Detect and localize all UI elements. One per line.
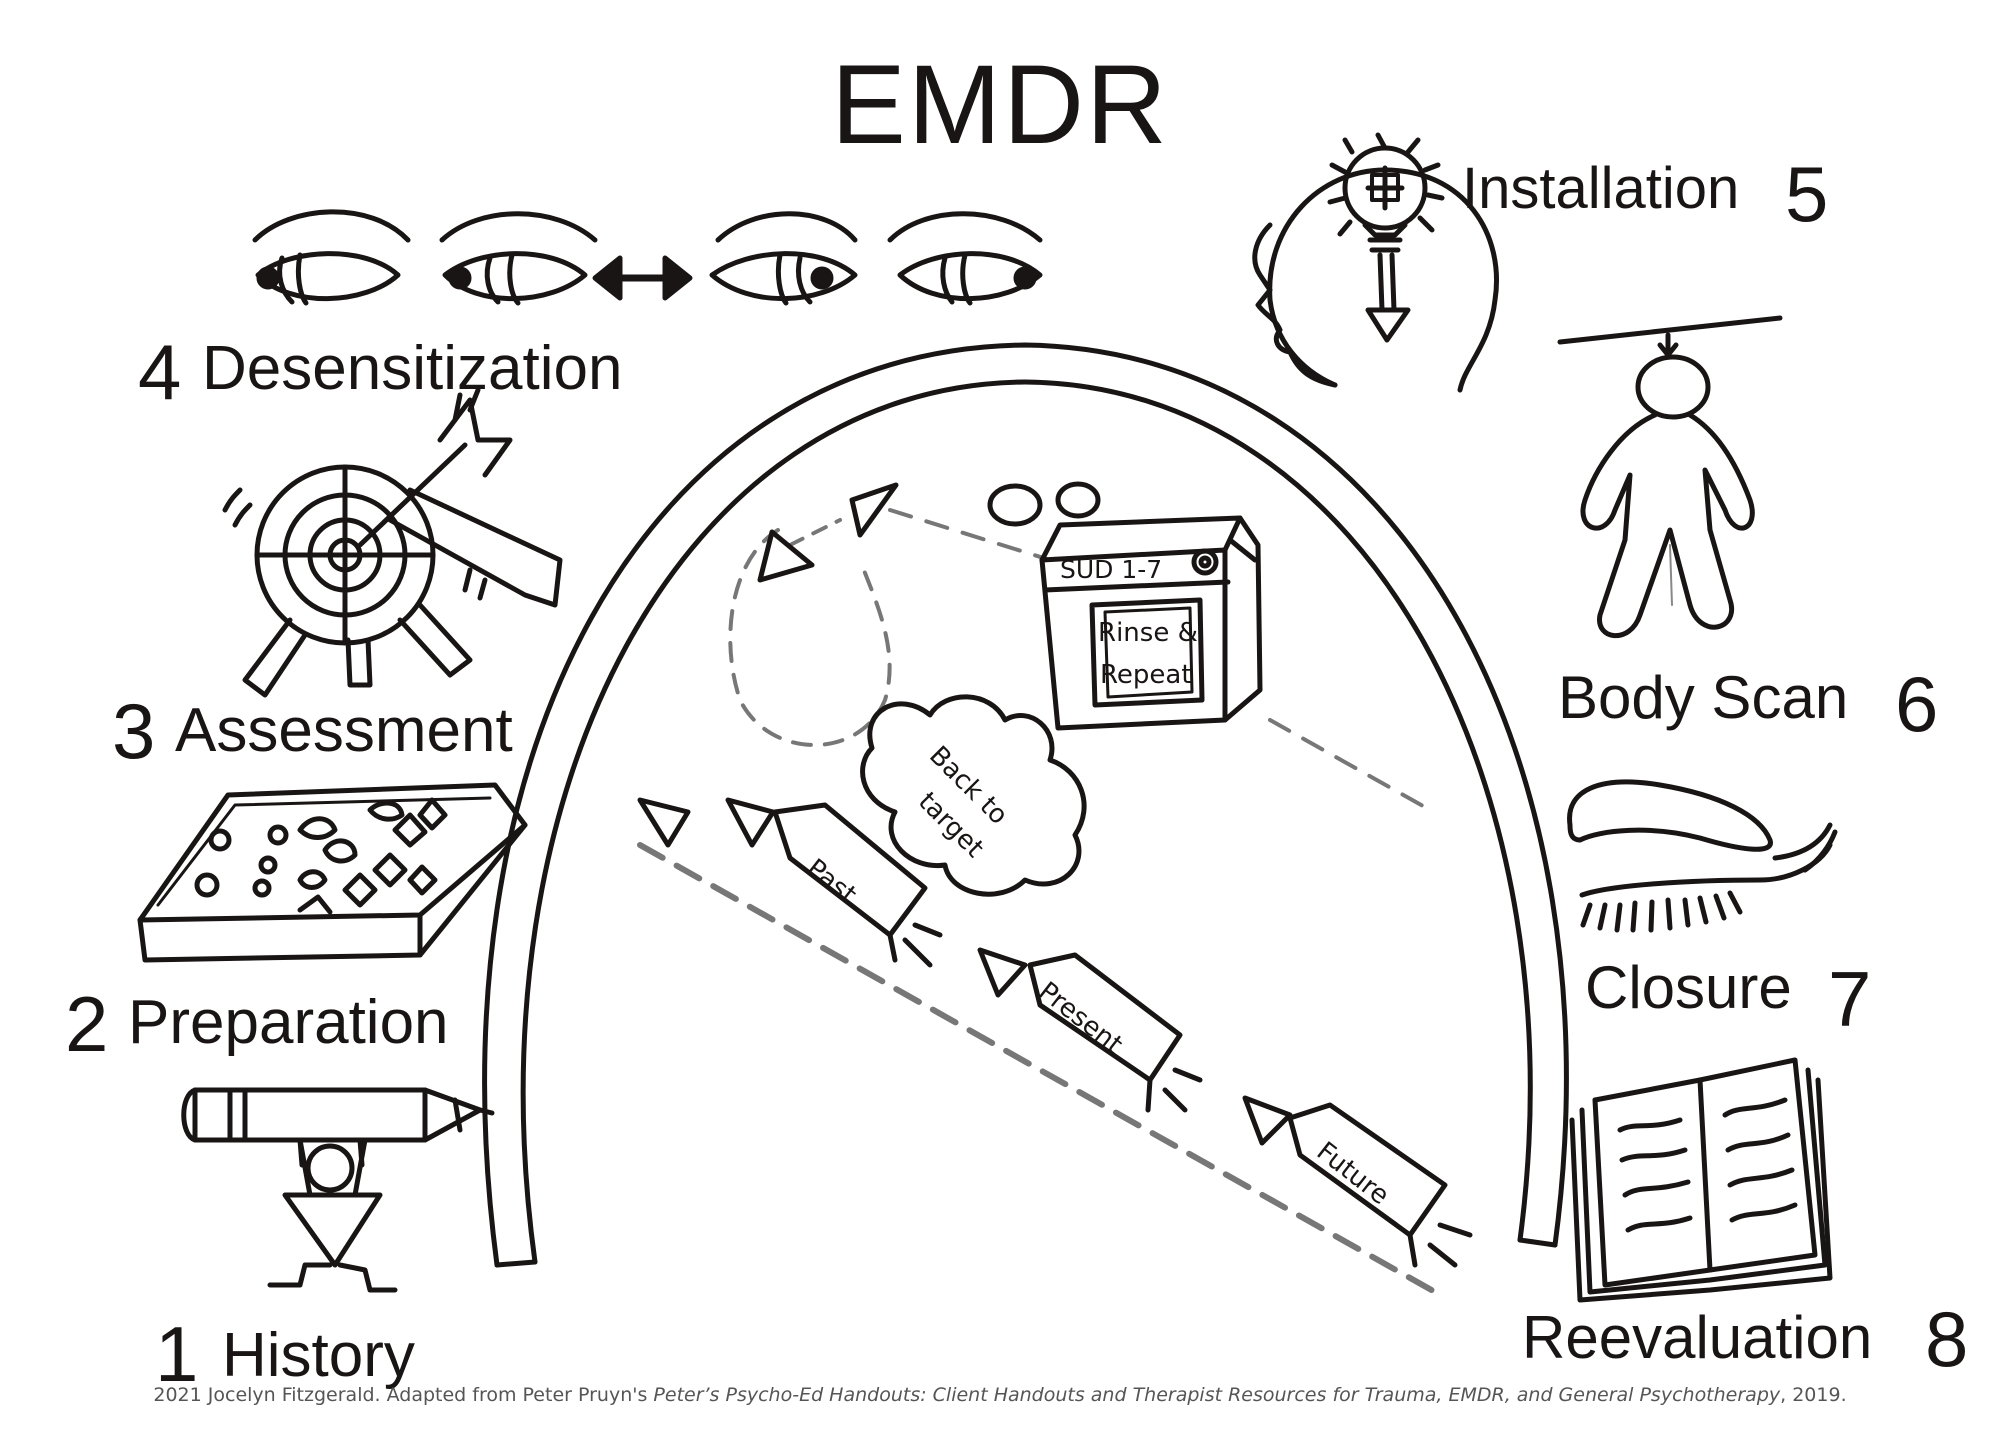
pencil-lift-icon: [184, 1090, 492, 1290]
future-flag: [1245, 1098, 1470, 1265]
phase-6-label: Body Scan: [1558, 664, 1849, 731]
present-flag: [980, 950, 1200, 1110]
phase-1-label: History: [222, 1321, 415, 1390]
credit-book-title: Peter’s Psycho-Ed Handouts: Client Hando…: [653, 1384, 1781, 1406]
closed-eye-icon: [1570, 782, 1835, 930]
credit-prefix: 2021 Jocelyn Fitzgerald. Adapted from Pe…: [153, 1384, 654, 1406]
phase-8-label: Reevaluation: [1522, 1304, 1873, 1371]
past-flag: [640, 800, 940, 965]
page-title: EMDR: [831, 42, 1169, 167]
phase-7-label: Closure: [1585, 954, 1792, 1021]
phase-6-number: 6: [1895, 660, 1939, 748]
phase-5-number: 5: [1785, 150, 1829, 238]
target-arrow-icon: [225, 390, 560, 695]
phase-8-number: 8: [1925, 1295, 1969, 1383]
sandbox-icon: [140, 785, 525, 960]
rinse-label-line2: Repeat: [1100, 660, 1192, 690]
sud-label: SUD 1-7: [1060, 555, 1163, 584]
phase-5-label: Installation: [1462, 156, 1740, 221]
phase-7-number: 7: [1828, 955, 1872, 1043]
rinse-label-line1: Rinse &: [1098, 618, 1198, 648]
credit-suffix: , 2019.: [1780, 1384, 1847, 1406]
head-lightbulb-icon: [1255, 135, 1497, 390]
phase-4-label: Desensitization: [202, 334, 623, 403]
thought-cloud-icon: [863, 697, 1085, 894]
phase-2-label: Preparation: [128, 988, 449, 1057]
phase-1-number: 1: [155, 1310, 199, 1398]
eyes-icon: [255, 212, 1040, 303]
phase-3-label: Assessment: [175, 696, 513, 765]
body-outline-icon: [1560, 318, 1780, 636]
phase-4-number: 4: [138, 328, 182, 416]
phase-2-number: 2: [65, 980, 109, 1068]
phase-3-number: 3: [112, 687, 156, 775]
arch: [485, 345, 1567, 1265]
open-book-icon: [1572, 1060, 1830, 1300]
washing-machine-icon: [990, 484, 1260, 728]
dashed-paths: [640, 510, 1435, 1292]
credit-line: 2021 Jocelyn Fitzgerald. Adapted from Pe…: [0, 1384, 2000, 1406]
upper-arrows: [760, 485, 896, 580]
